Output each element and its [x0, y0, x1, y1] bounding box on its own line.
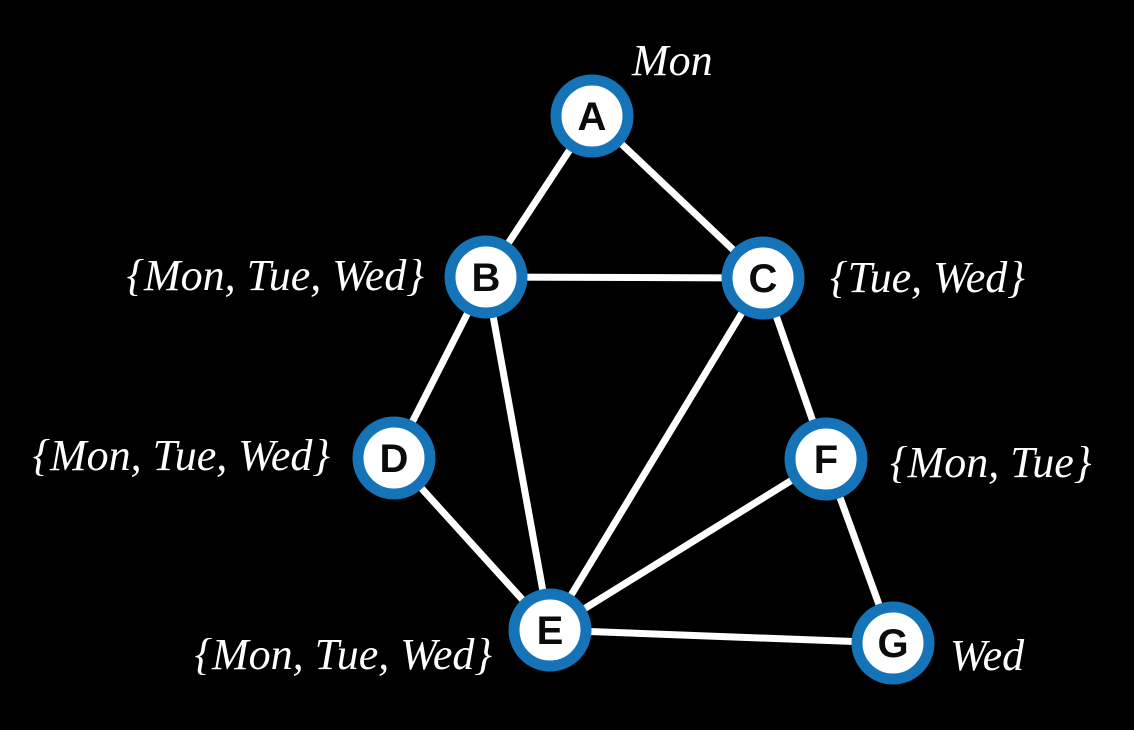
node-circle-D	[352, 416, 436, 500]
node-letter-G: G	[877, 622, 908, 666]
node-circle-B	[444, 235, 528, 319]
domain-label-B: {Mon, Tue, Wed}	[126, 251, 424, 300]
node-circle-C	[721, 236, 805, 320]
node-circle-A	[550, 74, 634, 158]
domain-label-A: Mon	[631, 36, 713, 85]
node-F: F	[784, 417, 868, 501]
node-circle-F	[784, 417, 868, 501]
node-B: B	[444, 235, 528, 319]
edge-E-F	[548, 456, 828, 633]
edge-E-G	[549, 626, 894, 647]
node-circle-E	[508, 588, 592, 672]
domain-label-F: {Mon, Tue}	[890, 438, 1092, 487]
node-letter-B: B	[472, 256, 501, 300]
node-C: C	[721, 236, 805, 320]
node-A: A	[550, 74, 634, 158]
edge-B-E	[482, 276, 554, 631]
node-letter-F: F	[814, 438, 838, 482]
domain-label-C: {Tue, Wed}	[830, 253, 1025, 302]
edge-C-E	[547, 276, 766, 632]
domain-label-E: {Mon, Tue, Wed}	[194, 630, 492, 679]
node-letter-C: C	[749, 257, 778, 301]
node-circle-G	[851, 601, 935, 685]
edge-B-C	[485, 273, 764, 282]
domain-label-G: Wed	[950, 631, 1025, 680]
node-D: D	[352, 416, 436, 500]
node-letter-A: A	[578, 95, 607, 139]
node-G: G	[851, 601, 935, 685]
node-E: E	[508, 588, 592, 672]
domain-label-D: {Mon, Tue, Wed}	[32, 431, 330, 480]
node-letter-D: D	[380, 437, 409, 481]
node-letter-E: E	[537, 609, 564, 653]
